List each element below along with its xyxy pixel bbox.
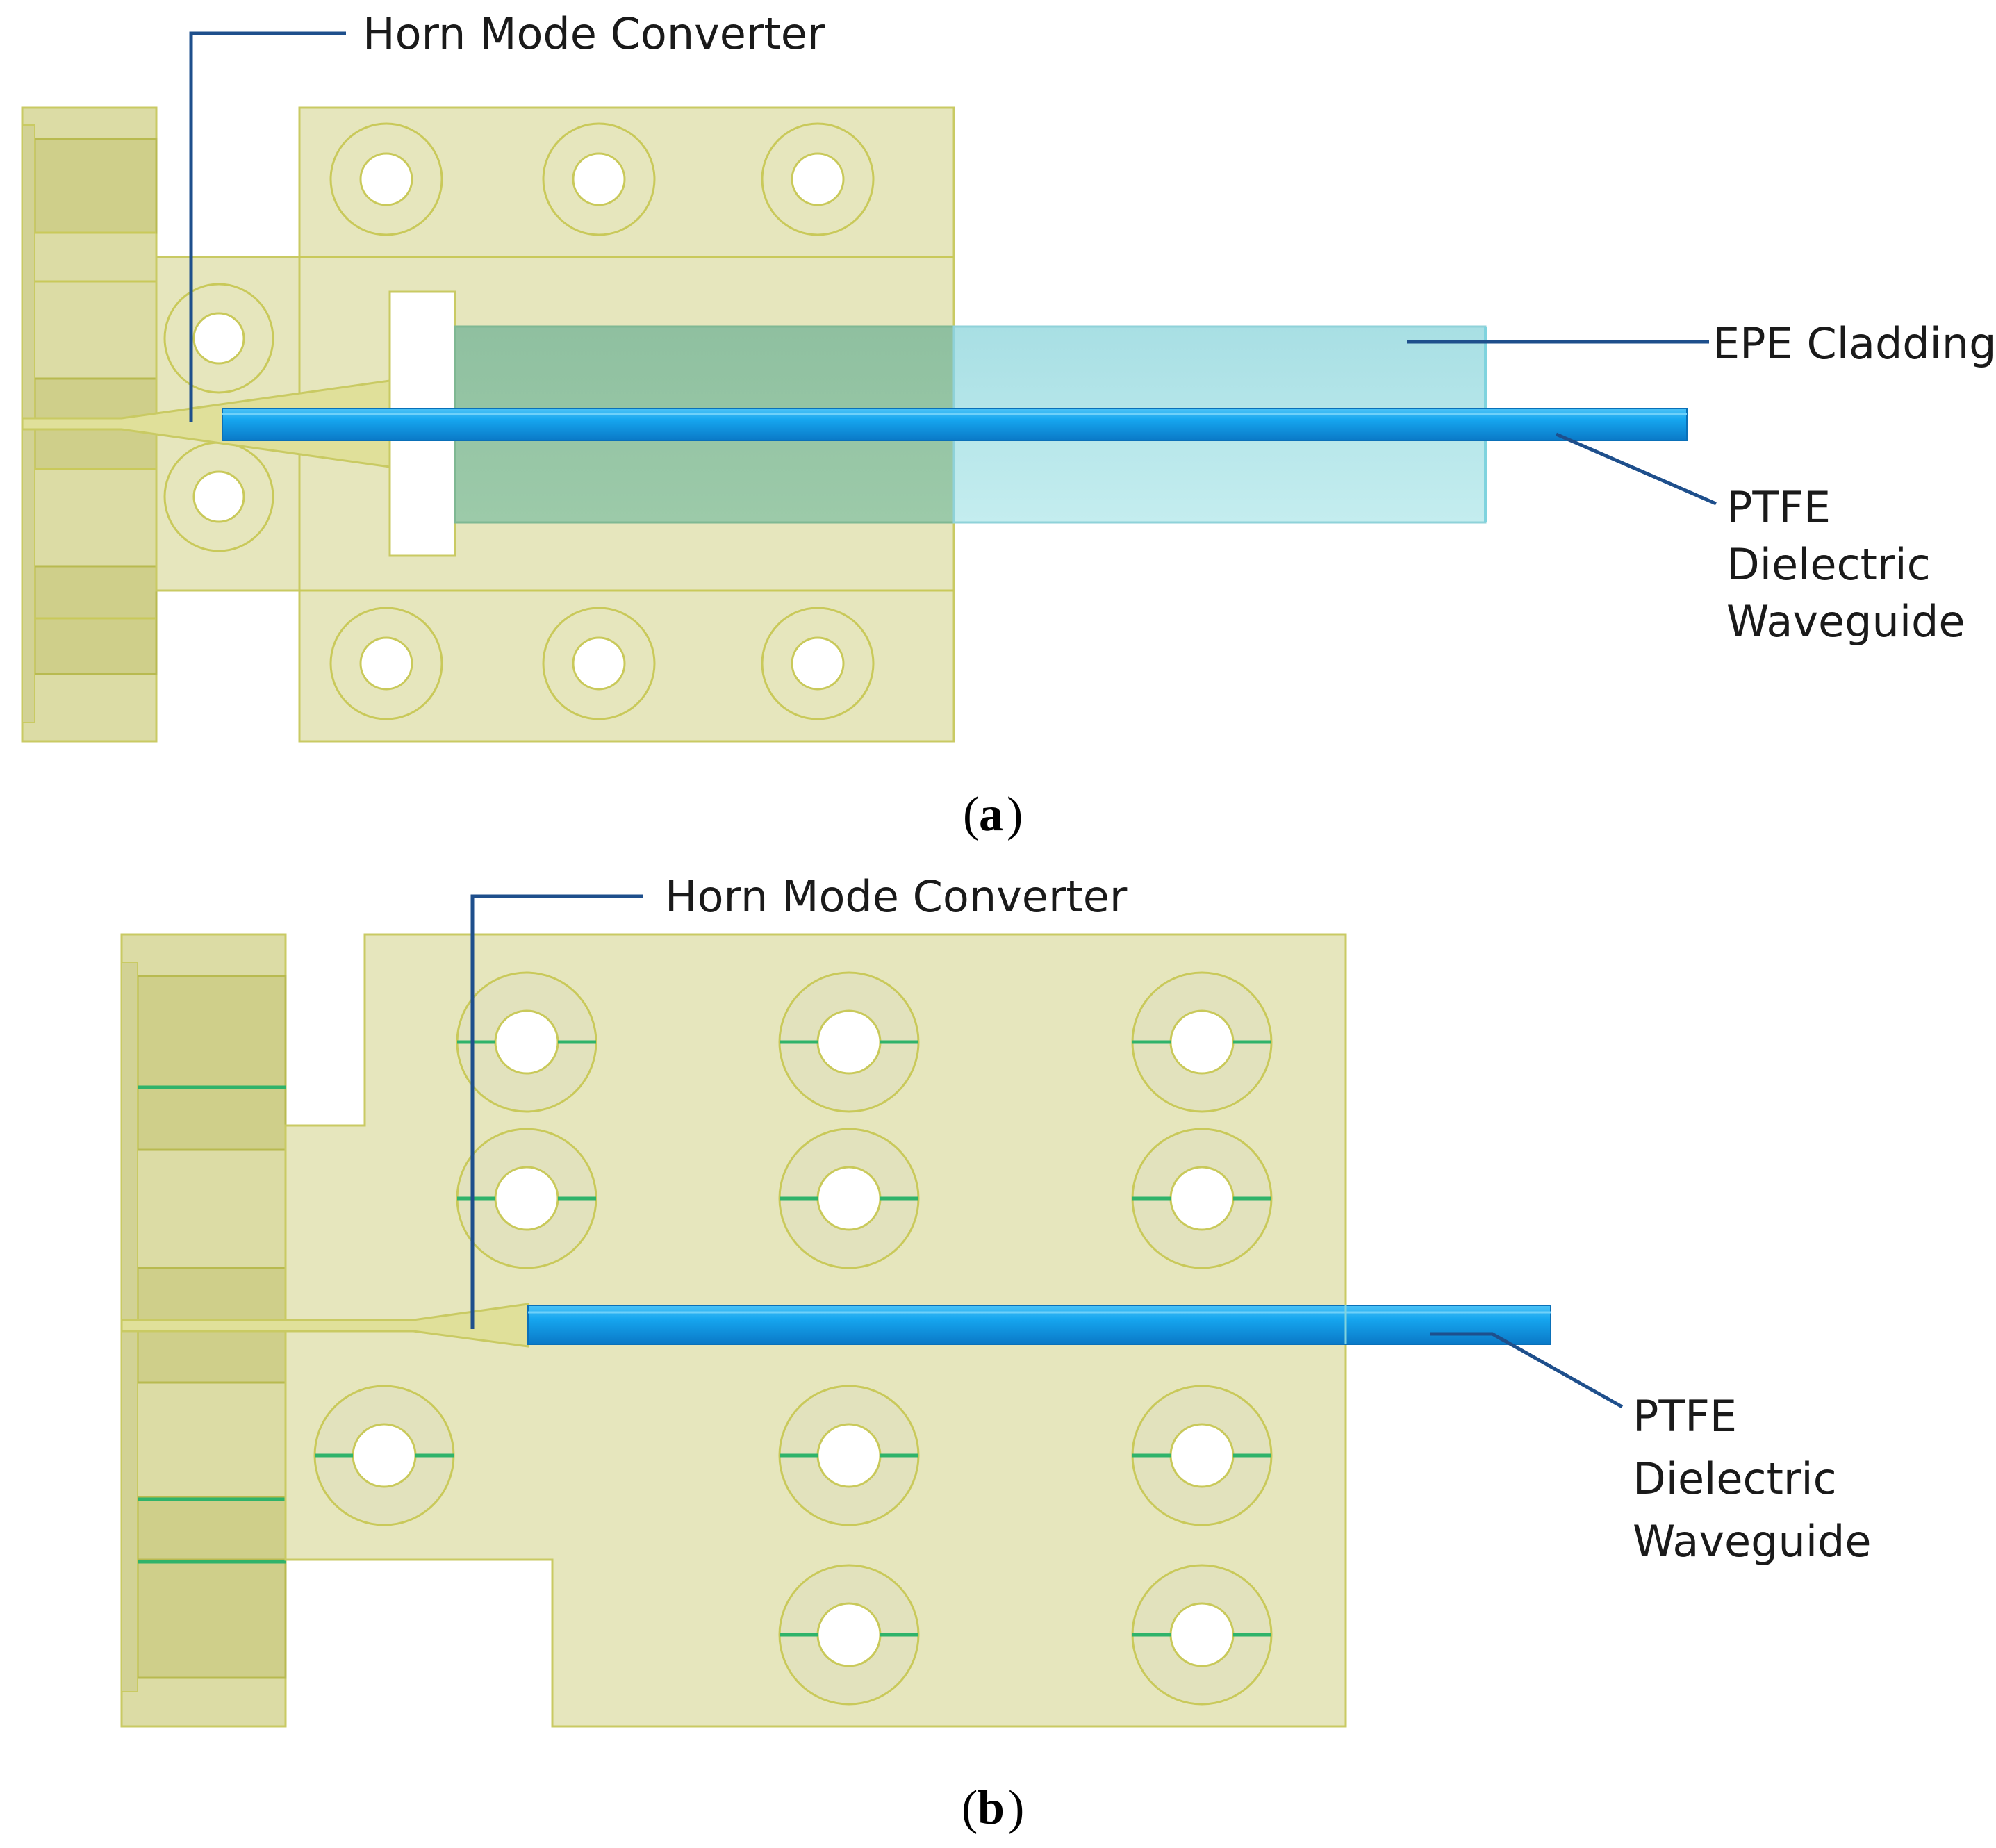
label-ptfe-a-line2: Dielectric [1726,539,1931,590]
label-ptfe-b-line3: Waveguide [1633,1516,1872,1567]
horn-taper-b [120,1303,529,1348]
label-ptfe-b-line1: PTFE [1633,1391,1737,1442]
leader-ptfe-a [1556,432,1717,506]
caption-a: a [979,788,1003,841]
bolt-holes-b [313,971,1273,1706]
horn-taper-a [21,379,391,468]
caption-a-close: ) [1007,788,1023,841]
panel-b: Horn Mode Converter PTFE Dielectric Wave… [120,871,1872,1835]
panel-a: Horn Mode Converter EPE Cladding PTFE Di… [21,8,1996,841]
caption-a-open: ( [963,788,979,841]
label-ptfe-b-line2: Dielectric [1633,1453,1837,1504]
ptfe-rod-b [527,1305,1551,1345]
caption-b-close: ) [1008,1781,1024,1835]
caption-b-open: ( [962,1781,978,1835]
caption-b: b [978,1781,1005,1835]
leader-horn-b [470,894,643,1329]
leader-horn-a [189,31,346,422]
label-ptfe-a-line1: PTFE [1726,482,1831,533]
label-horn-a: Horn Mode Converter [363,8,825,59]
leader-ptfe-b [1430,1332,1624,1409]
bolt-holes-a [329,122,875,720]
label-ptfe-a-line3: Waveguide [1726,596,1965,647]
label-horn-b: Horn Mode Converter [665,871,1128,922]
label-epe-cladding: EPE Cladding [1713,318,1996,369]
